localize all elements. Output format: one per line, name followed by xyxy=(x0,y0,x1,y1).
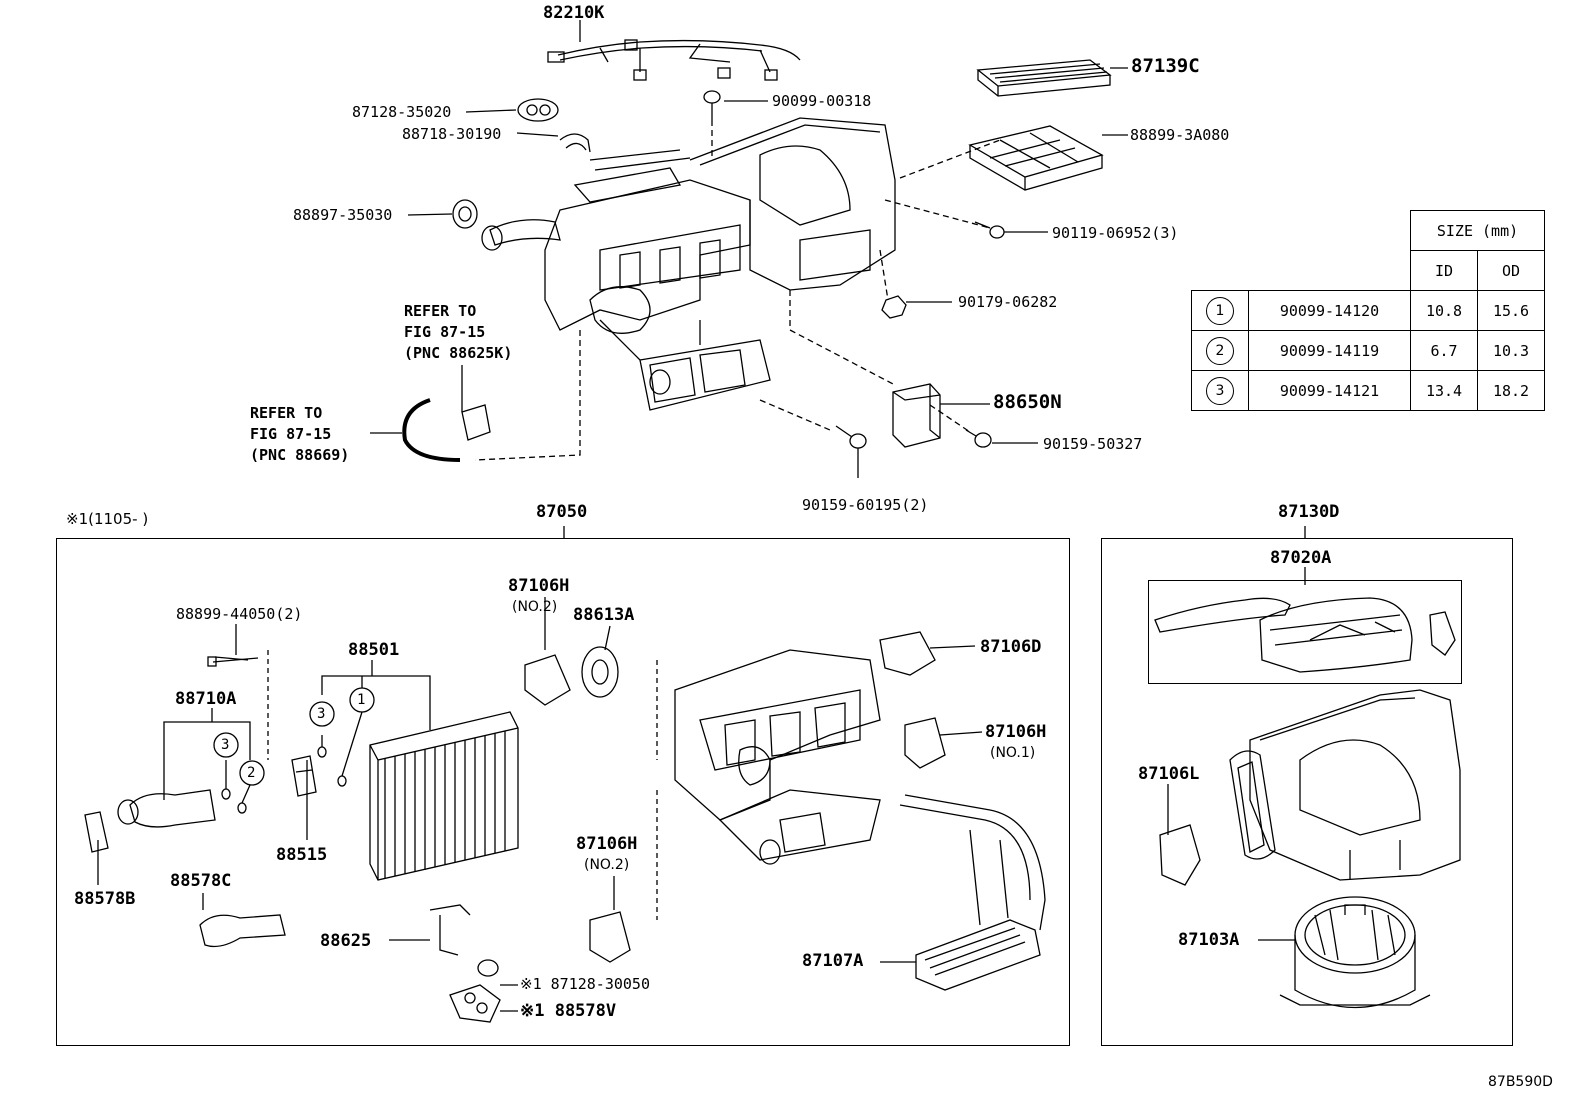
figure-code: 87B590D xyxy=(1488,1074,1553,1090)
box-87130d-art xyxy=(1154,526,1461,1009)
box-87050-art xyxy=(84,526,1046,1023)
box-87130d xyxy=(1101,538,1513,1046)
circled-refs xyxy=(213,687,375,786)
label-87106h-right: 87106H xyxy=(985,722,1047,742)
label-88515: 88515 xyxy=(276,845,328,865)
clamp-drawing xyxy=(559,133,591,153)
box-87050-title: 87050 xyxy=(536,502,588,522)
note-1105: ※1(1105- ) xyxy=(66,510,149,528)
circled-ref-3-evap: 3 xyxy=(317,706,326,722)
size-table-id: 6.7 xyxy=(1410,330,1478,371)
screw-drawing xyxy=(703,90,721,120)
label-87106h-right-sub: (NO.1) xyxy=(990,745,1036,761)
size-table-od: 15.6 xyxy=(1477,290,1545,331)
circled-ref: 2 xyxy=(1206,336,1234,365)
label-88650n: 88650N xyxy=(993,391,1062,413)
label-88899-3a080: 88899-3A080 xyxy=(1130,126,1230,144)
size-table-row: 3 90099-14121 13.4 18.2 xyxy=(1191,370,1545,411)
label-90099-00318: 90099-00318 xyxy=(772,92,872,110)
label-87106l: 87106L xyxy=(1138,764,1200,784)
label-90179-06282: 90179-06282 xyxy=(958,293,1058,311)
size-table-blank xyxy=(1192,211,1411,291)
label-refer-pnc-88625k: REFER TO FIG 87-15 (PNC 88625K) xyxy=(404,302,513,362)
size-table-header: SIZE (mm) xyxy=(1410,210,1545,251)
hose-drawing xyxy=(402,398,461,462)
label-88578c: 88578C xyxy=(170,871,232,891)
size-table-part: 90099-14120 xyxy=(1248,290,1411,331)
filter-drawing xyxy=(976,59,1112,97)
filter-case-drawing xyxy=(968,125,1104,191)
label-88625: 88625 xyxy=(320,931,372,951)
label-87128-35020: 87128-35020 xyxy=(352,103,452,121)
dashed-leaders-top xyxy=(474,120,1001,461)
circled-ref-2-pipe: 2 xyxy=(247,765,256,781)
label-88613a: 88613A xyxy=(573,605,635,625)
size-table-row: 1 90099-14120 10.8 15.6 xyxy=(1191,290,1545,331)
label-90119-06952: 90119-06952(3) xyxy=(1052,224,1179,242)
label-88578v: ※1 88578V xyxy=(520,1001,617,1021)
label-87106h-top-sub: (NO.2) xyxy=(512,599,558,615)
size-table-od: 18.2 xyxy=(1477,370,1545,411)
size-table-col-od: OD xyxy=(1477,250,1545,291)
size-table-part: 90099-14121 xyxy=(1248,370,1411,411)
label-87106h-mid: 87106H xyxy=(576,834,638,854)
label-87107a: 87107A xyxy=(802,951,864,971)
size-table-part: 90099-14119 xyxy=(1248,330,1411,371)
box-87020a xyxy=(1148,580,1462,684)
circled-ref-3-pipe: 3 xyxy=(221,737,230,753)
grommet-drawing xyxy=(517,98,559,122)
wire-harness-drawing xyxy=(547,39,801,81)
size-table-id: 13.4 xyxy=(1410,370,1478,411)
size-table-od: 10.3 xyxy=(1477,330,1545,371)
amplifier-drawing xyxy=(892,383,941,448)
label-88578b: 88578B xyxy=(74,889,136,909)
label-90159-60195: 90159-60195(2) xyxy=(802,496,929,514)
seal-drawing xyxy=(452,199,478,229)
screw-4-drawing xyxy=(835,425,867,478)
label-82210k: 82210K xyxy=(543,3,605,23)
circled-ref-1-evap: 1 xyxy=(357,692,366,708)
main-unit-drawing xyxy=(481,117,896,411)
box-87050 xyxy=(56,538,1070,1046)
size-table-row: 2 90099-14119 6.7 10.3 xyxy=(1191,330,1545,371)
nut-drawing xyxy=(881,295,907,319)
sensor-drawing xyxy=(461,365,491,441)
size-table: SIZE (mm) ID OD 1 90099-14120 10.8 15.6 … xyxy=(1191,210,1545,411)
size-table-id: 10.8 xyxy=(1410,290,1478,331)
label-88710a: 88710A xyxy=(175,689,237,709)
label-88501: 88501 xyxy=(348,640,400,660)
label-87103a: 87103A xyxy=(1178,930,1240,950)
label-87106h-mid-sub: (NO.2) xyxy=(584,857,630,873)
label-88718-30190: 88718-30190 xyxy=(402,125,502,143)
label-90159-50327: 90159-50327 xyxy=(1043,435,1143,453)
label-87106d: 87106D xyxy=(980,637,1042,657)
screw-3-drawing xyxy=(965,429,992,448)
screw-2-drawing xyxy=(974,221,1005,239)
size-table-col-id: ID xyxy=(1410,250,1478,291)
label-87128-30050: ※1 87128-30050 xyxy=(520,975,650,993)
box-87130d-title: 87130D xyxy=(1278,502,1340,522)
label-87106h-top: 87106H xyxy=(508,576,570,596)
label-87020a: 87020A xyxy=(1270,548,1332,568)
label-88897-35030: 88897-35030 xyxy=(293,206,393,224)
leader-lines-top xyxy=(370,20,1128,444)
label-88899-44050: 88899-44050(2) xyxy=(176,605,303,623)
label-87139c: 87139C xyxy=(1131,55,1200,77)
circled-ref: 1 xyxy=(1206,296,1234,325)
label-refer-pnc-88669: REFER TO FIG 87-15 (PNC 88669) xyxy=(250,404,350,464)
circled-ref: 3 xyxy=(1206,376,1234,405)
